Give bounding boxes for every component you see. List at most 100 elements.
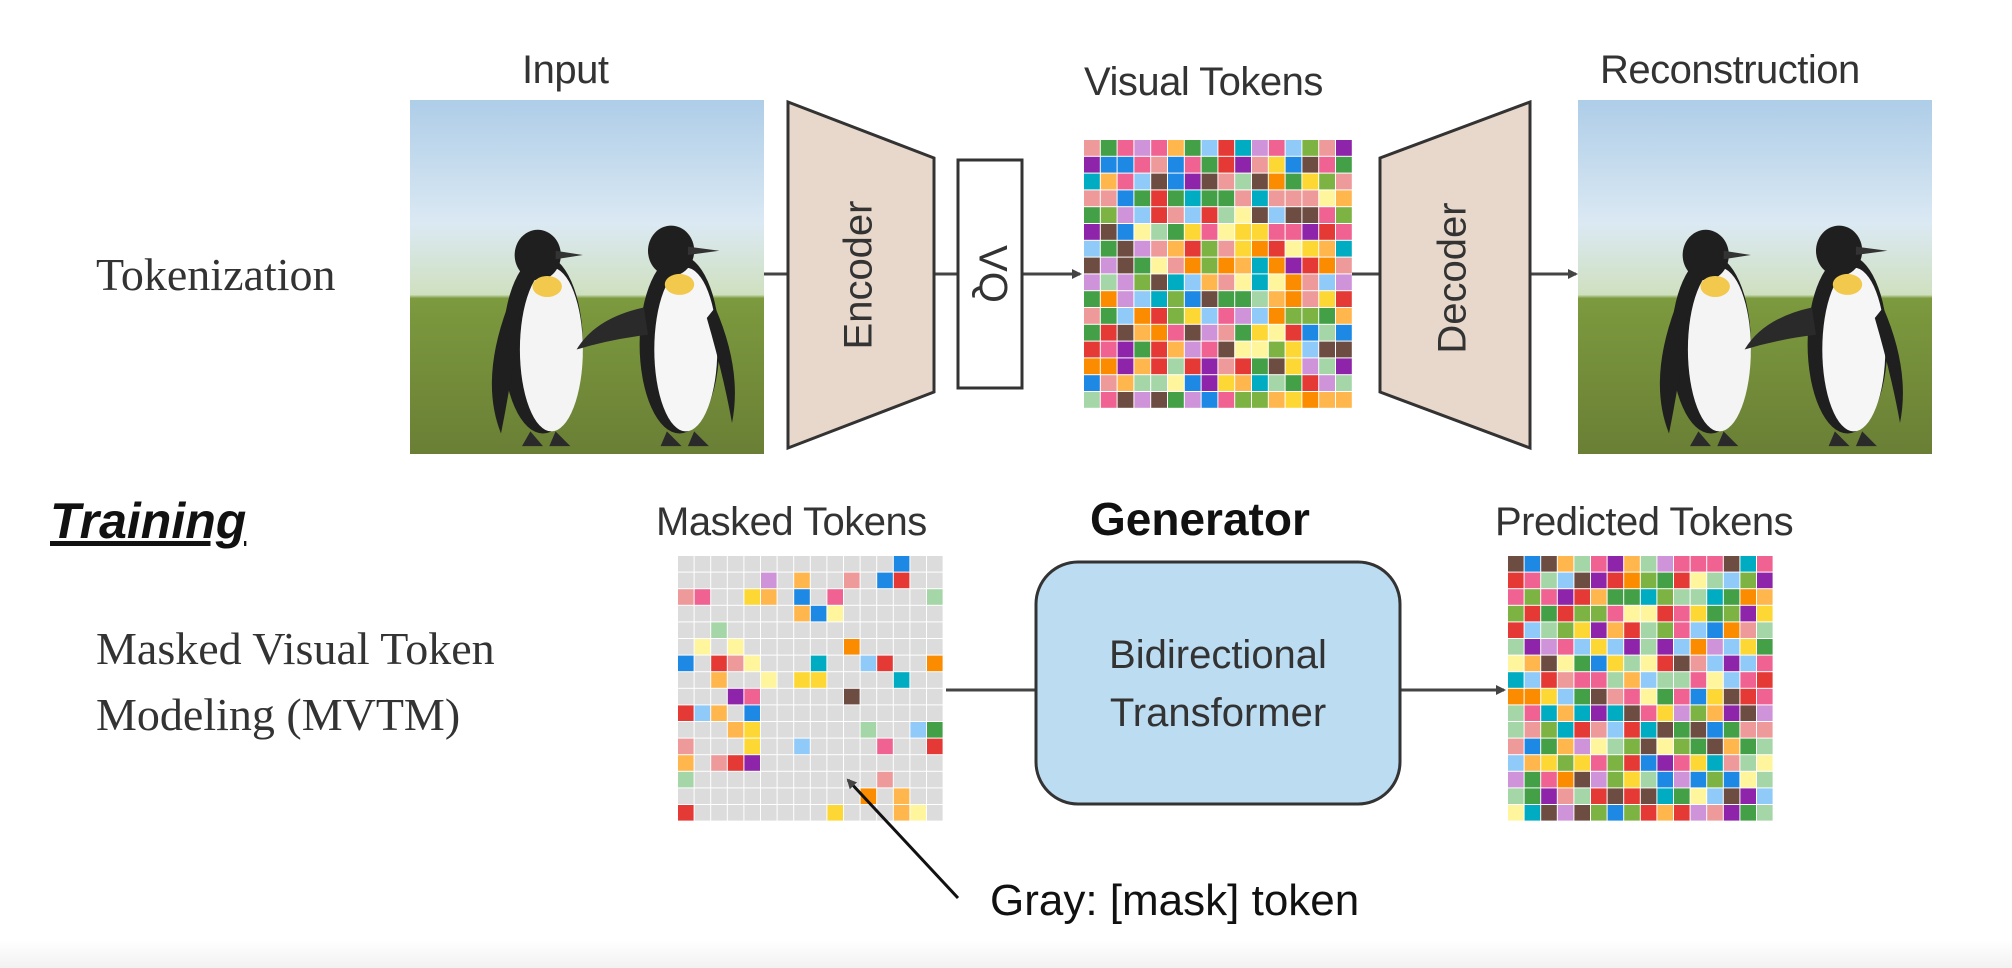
visual-token xyxy=(1723,672,1740,688)
visual-token xyxy=(1252,341,1268,358)
mask-token xyxy=(810,738,827,755)
visual-token xyxy=(1134,375,1151,391)
mask-token xyxy=(727,705,744,721)
mask-token xyxy=(810,722,827,738)
visual-token xyxy=(1184,358,1201,375)
visual-token xyxy=(1285,291,1302,307)
visual-token xyxy=(1319,156,1335,173)
mask-token xyxy=(678,556,694,572)
mask-token xyxy=(810,788,827,804)
visual-token xyxy=(827,589,843,605)
visual-token xyxy=(1336,392,1352,408)
visual-token xyxy=(1674,755,1690,771)
visual-token xyxy=(1336,140,1352,156)
visual-token xyxy=(1723,688,1740,705)
mask-token xyxy=(794,771,810,788)
visual-token xyxy=(1336,224,1352,240)
visual-token xyxy=(1757,738,1773,755)
visual-token xyxy=(1252,358,1268,375)
visual-token xyxy=(1557,705,1574,721)
encoder-label: Encoder xyxy=(837,201,881,350)
visual-token xyxy=(1574,738,1590,755)
visual-token xyxy=(1268,324,1285,341)
visual-token xyxy=(1285,173,1302,190)
mask-token xyxy=(927,556,943,572)
visual-token xyxy=(1268,358,1285,375)
visual-token xyxy=(877,572,893,589)
visual-token xyxy=(1690,788,1707,804)
visual-token xyxy=(1100,341,1117,358)
visual-token xyxy=(1524,755,1541,771)
visual-token xyxy=(1524,622,1541,638)
mask-token xyxy=(827,788,843,804)
mask-token xyxy=(794,556,810,572)
visual-token xyxy=(1285,140,1302,156)
mask-token xyxy=(727,738,744,755)
visual-token xyxy=(1168,392,1184,408)
visual-token xyxy=(1607,605,1624,622)
mask-token xyxy=(694,672,711,688)
mask-token xyxy=(777,771,794,788)
visual-token xyxy=(1508,755,1524,771)
mask-token xyxy=(927,688,943,705)
visual-token xyxy=(1657,688,1673,705)
visual-token xyxy=(1151,190,1167,207)
visual-token xyxy=(1657,672,1673,688)
visual-token xyxy=(1640,655,1657,672)
visual-token xyxy=(1690,622,1707,638)
visual-token xyxy=(1151,173,1167,190)
visual-token xyxy=(1757,605,1773,622)
visual-token xyxy=(1285,358,1302,375)
mask-token xyxy=(827,705,843,721)
visual-token xyxy=(1707,688,1723,705)
visual-token xyxy=(1707,672,1723,688)
mask-token xyxy=(910,605,926,622)
visual-token xyxy=(1707,639,1723,655)
visual-token xyxy=(1508,672,1524,688)
visual-token xyxy=(1557,805,1574,821)
visual-token xyxy=(1541,738,1557,755)
mask-token xyxy=(927,622,943,638)
visual-token xyxy=(1184,240,1201,257)
visual-token xyxy=(1235,375,1251,391)
mask-token xyxy=(777,788,794,804)
visual-token xyxy=(1302,274,1319,291)
visual-token xyxy=(1557,688,1574,705)
visual-token xyxy=(1201,224,1218,240)
visual-token xyxy=(1100,140,1117,156)
visual-token xyxy=(1740,688,1756,705)
visual-token xyxy=(1201,358,1218,375)
visual-token xyxy=(1268,291,1285,307)
visual-token xyxy=(1707,805,1723,821)
visual-tokens-grid xyxy=(1084,140,1352,408)
visual-token xyxy=(1707,605,1723,622)
visual-token xyxy=(860,655,877,672)
visual-token xyxy=(1690,722,1707,738)
visual-token xyxy=(1235,358,1251,375)
visual-token xyxy=(1557,556,1574,572)
visual-token xyxy=(1607,672,1624,688)
bottom-band xyxy=(0,940,2012,968)
training-heading: Training xyxy=(50,493,247,549)
mask-token xyxy=(827,722,843,738)
visual-token xyxy=(1508,771,1524,788)
visual-token xyxy=(1235,224,1251,240)
visual-token xyxy=(1319,375,1335,391)
visual-token xyxy=(1319,207,1335,223)
visual-token xyxy=(1285,156,1302,173)
visual-token xyxy=(1723,788,1740,804)
visual-token xyxy=(1574,589,1590,605)
mask-token xyxy=(711,589,727,605)
visual-token xyxy=(1252,392,1268,408)
mask-token xyxy=(910,738,926,755)
visual-token xyxy=(1117,308,1134,324)
mask-token xyxy=(761,688,777,705)
visual-token xyxy=(1151,308,1167,324)
visual-token xyxy=(1591,771,1607,788)
visual-token xyxy=(927,738,943,755)
mask-token xyxy=(794,655,810,672)
visual-token xyxy=(1184,224,1201,240)
visual-token xyxy=(1591,556,1607,572)
mask-token xyxy=(761,805,777,821)
visual-token xyxy=(794,738,810,755)
